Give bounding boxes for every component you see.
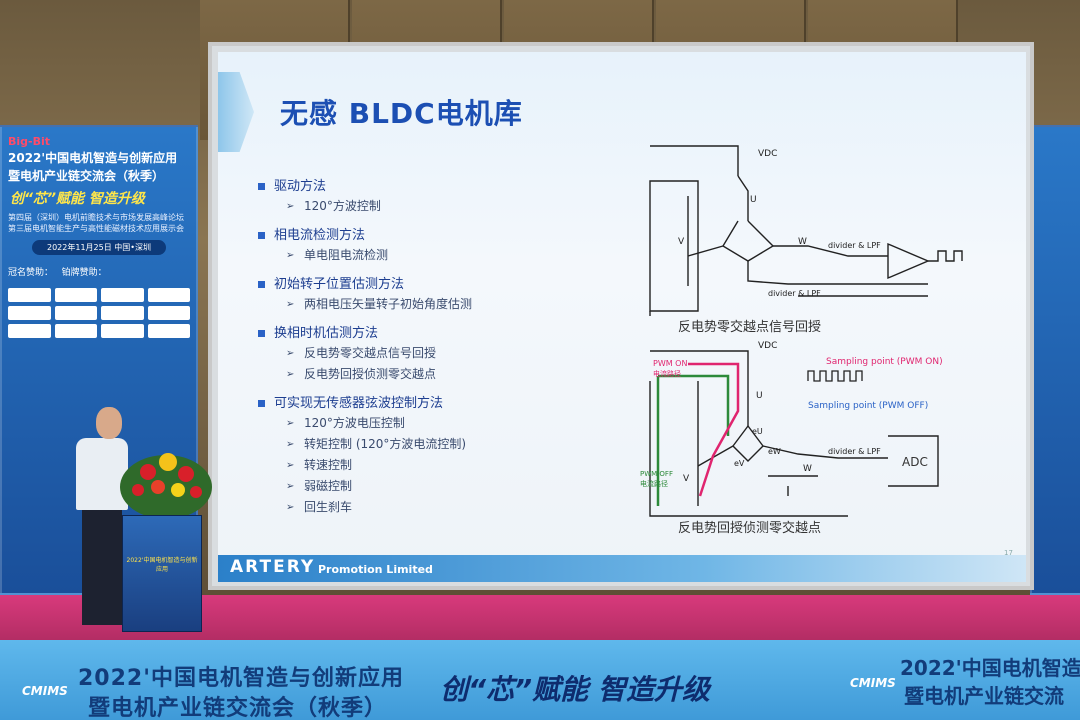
- circuit-diagram: VDC U V W divider & LPF divider & LPF 反电…: [640, 145, 963, 536]
- speaker-torso: [76, 438, 128, 510]
- sponsor-logo: [8, 324, 51, 338]
- footer-text: Promotion Limited: [280, 563, 433, 576]
- banner-sub-2: 第三届电机智能生产与高性能磁材技术应用展示会: [8, 224, 184, 233]
- pwm-on-path-label: 电流路径: [653, 369, 681, 378]
- bullet-item: 可实现无传感器弦波控制方法: [256, 395, 596, 413]
- w-label: W: [798, 237, 807, 247]
- bullet-subitem: 反电势回授侦测零交越点: [256, 364, 596, 385]
- w-label-2: W: [803, 464, 812, 474]
- banner-logo: Big-Bit: [8, 135, 51, 148]
- podium: [122, 515, 202, 632]
- pwm-off-label: PWM OFF: [640, 470, 673, 478]
- bullet-item: 初始转子位置估测方法: [256, 276, 596, 294]
- v-label: V: [678, 237, 685, 247]
- sponsor-label: 冠名赞助：: [8, 268, 54, 278]
- sponsor-logo: [147, 324, 190, 338]
- sponsor-logo: [54, 288, 97, 302]
- bottom-title-line2: 暨电机产业链交流会（秋季）: [88, 696, 388, 720]
- pwm-off-path-label: 电流路径: [640, 479, 668, 488]
- slide-footer-bar: [218, 555, 1026, 582]
- artery-logo: ARTERY: [230, 557, 316, 577]
- diagram-caption-bottom: 反电势回授侦测零交越点: [678, 520, 821, 536]
- cmims-logo-2: CMIMS: [850, 676, 896, 690]
- sponsor-logo: [101, 324, 144, 338]
- v-label-2: V: [683, 474, 690, 484]
- sponsor-logo: [8, 306, 51, 320]
- sponsor-logo: [54, 306, 97, 320]
- divider-lpf-label-2: divider & LPF: [768, 289, 821, 298]
- bullet-subitem: 120°方波控制: [256, 196, 596, 217]
- banner-slogan: 创“芯”赋能 智造升级: [10, 191, 145, 207]
- bullet-subitem: 单电阻电流检测: [256, 245, 596, 266]
- sponsor-logo: [101, 288, 144, 302]
- bullet-subitem: 回生刹车: [256, 497, 596, 518]
- banner-sub: 第四届（深圳）电机前瞻技术与市场发展高峰论坛: [8, 213, 184, 222]
- cmims-logo: CMIMS: [22, 684, 68, 698]
- bullet-subitem: 反电势零交越点信号回授: [256, 343, 596, 364]
- bottom-banner: [0, 640, 1080, 720]
- divider-lpf-label: divider & LPF: [828, 241, 881, 250]
- banner-sponsor: 冠名赞助： 铂牌赞助：: [2, 261, 196, 282]
- sponsor-logo: [8, 288, 51, 302]
- sampling-on-label: Sampling point (PWM ON): [826, 357, 943, 367]
- presentation-slide: 无感 BLDC电机库 驱动方法 120°方波控制 相电流检测方法 单电阻电流检测…: [218, 52, 1026, 582]
- banner-title-2: 暨电机产业链交流会（秋季）: [8, 169, 165, 183]
- bottom-right-title-1: 2022'中国电机智造: [900, 656, 1080, 680]
- diagram-caption-top: 反电势零交越点信号回授: [678, 319, 821, 335]
- ev-label: eV: [734, 459, 745, 468]
- slide-title: 无感 BLDC电机库: [280, 97, 523, 130]
- bullet-subitem: 120°方波电压控制: [256, 413, 596, 434]
- u-label: U: [750, 195, 757, 205]
- adc-label: ADC: [902, 455, 928, 469]
- pwm-on-label: PWM ON: [653, 359, 687, 368]
- banner-title: 2022'中国电机智造与创新应用: [8, 151, 178, 165]
- bullet-subitem: 弱磁控制: [256, 476, 596, 497]
- ew-label: eW: [768, 447, 781, 456]
- u-label-2: U: [756, 391, 763, 401]
- sponsor-logo: [147, 306, 190, 320]
- flower-arrangement: [120, 453, 212, 519]
- footer-company: Promotion Limited: [318, 563, 433, 576]
- divider-lpf-label-3: divider & LPF: [828, 447, 881, 456]
- bullet-subitem: 转速控制: [256, 455, 596, 476]
- bullet-item: 驱动方法: [256, 178, 596, 196]
- bullet-subitem: 转矩控制 (120°方波电流控制): [256, 434, 596, 455]
- bullet-list: 驱动方法 120°方波控制 相电流检测方法 单电阻电流检测 初始转子位置估测方法…: [256, 178, 596, 518]
- banner-date: 2022年11月25日 中国•深圳: [32, 240, 166, 255]
- sponsor-logo: [147, 288, 190, 302]
- bottom-title-line1: 2022'中国电机智造与创新应用: [78, 666, 404, 691]
- sponsor-logo: [101, 306, 144, 320]
- vdc-label: VDC: [758, 149, 777, 159]
- bullet-subitem: 两相电压矢量转子初始角度估测: [256, 294, 596, 315]
- bottom-slogan: 创“芯”赋能 智造升级: [440, 673, 710, 706]
- bullet-item: 相电流检测方法: [256, 227, 596, 245]
- sponsor-logo-grid: [2, 282, 196, 344]
- speaker-legs: [82, 505, 122, 625]
- eu-label: eU: [752, 427, 763, 436]
- bottom-right-title-2: 暨电机产业链交流: [904, 684, 1064, 708]
- slide-arrow-decoration: [218, 72, 254, 152]
- podium-text: 2022'中国电机智造与创新应用: [126, 557, 198, 573]
- speaker-head: [96, 407, 122, 439]
- vdc-label-2: VDC: [758, 341, 777, 351]
- sponsor-logo: [54, 324, 97, 338]
- right-event-banner: [1030, 125, 1080, 595]
- page-number: 17: [1004, 549, 1013, 557]
- sampling-off-label: Sampling point (PWM OFF): [808, 401, 928, 411]
- bullet-item: 换相时机估测方法: [256, 325, 596, 343]
- sponsor-label-2: 铂牌赞助：: [61, 268, 107, 278]
